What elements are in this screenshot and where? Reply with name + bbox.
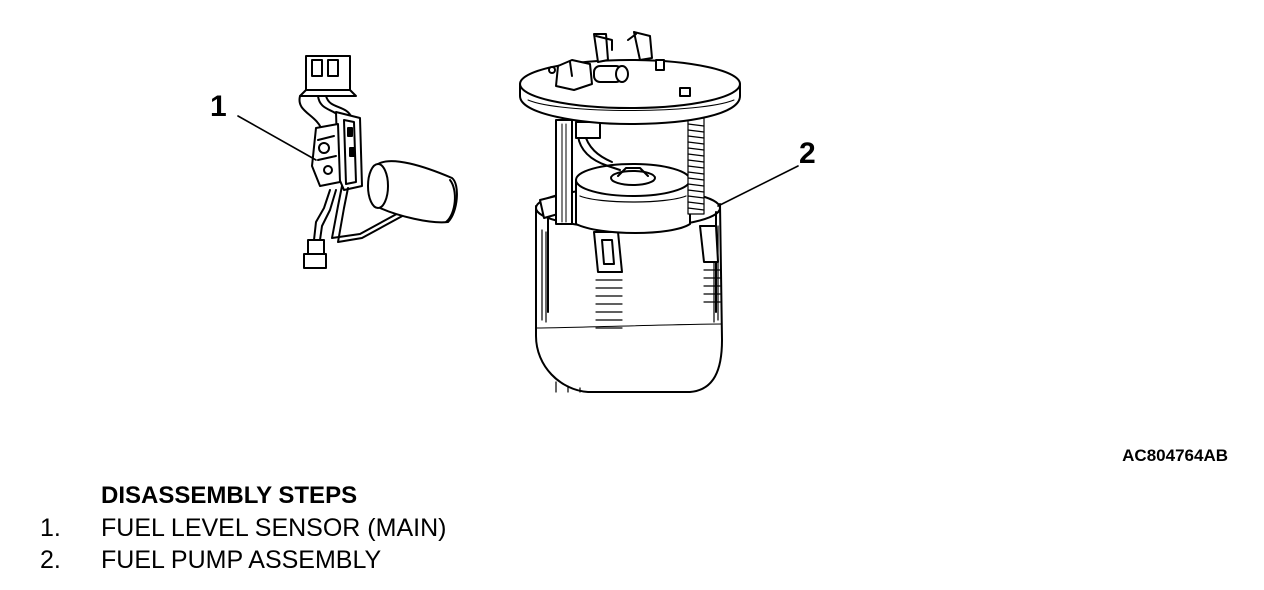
leader-line-1 (237, 115, 317, 161)
fuel-pump-exploded-diagram (237, 31, 799, 393)
step-item: 2. FUEL PUMP ASSEMBLY (40, 544, 446, 576)
callout-2-label: 2 (799, 137, 816, 170)
step-label: FUEL PUMP ASSEMBLY (101, 546, 382, 574)
step-number: 1. (40, 514, 61, 542)
leader-line-2 (717, 165, 799, 207)
steps-title: DISASSEMBLY STEPS (101, 482, 358, 509)
fuel-level-sensor-illustration (298, 55, 458, 269)
step-number: 2. (40, 546, 61, 574)
fuel-pump-assembly-illustration (519, 31, 741, 393)
callout-1-label: 1 (210, 90, 227, 123)
step-label: FUEL LEVEL SENSOR (MAIN) (101, 514, 447, 542)
step-item: 1. FUEL LEVEL SENSOR (MAIN) (40, 512, 446, 544)
disassembly-steps: DISASSEMBLY STEPS 1. FUEL LEVEL SENSOR (… (40, 480, 446, 576)
figure-id: AC804764AB (1122, 446, 1228, 465)
